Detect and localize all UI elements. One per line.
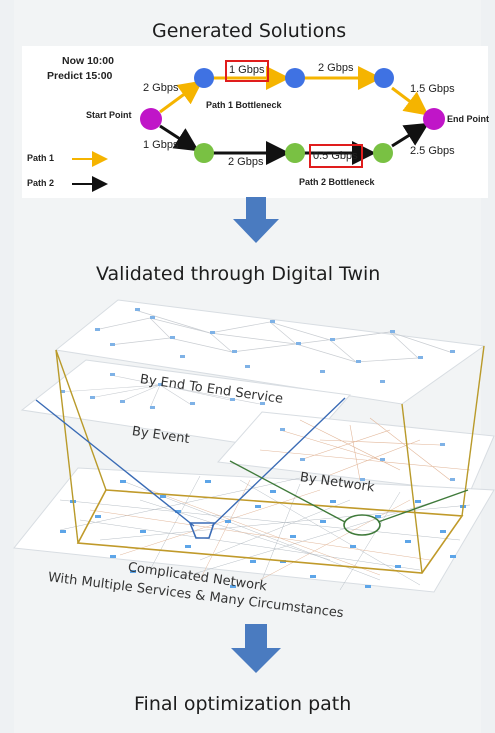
path1-node-3 xyxy=(374,68,394,88)
path1-node-1 xyxy=(194,68,214,88)
network-focus-marker xyxy=(343,514,381,536)
path1-link-c: 2 Gbps xyxy=(318,62,354,74)
path1-link-a: 2 Gbps xyxy=(143,82,179,94)
layer-stack xyxy=(13,299,495,593)
heading-validated: Validated through Digital Twin xyxy=(96,263,381,285)
time-predict: Predict 15:00 xyxy=(47,70,113,82)
path2-link-a: 1 Gbps xyxy=(143,139,179,151)
down-arrow-1 xyxy=(233,197,279,243)
layer-base-plane xyxy=(13,467,495,593)
legend-path1-label: Path 1 xyxy=(27,153,55,163)
legend-path2-label: Path 2 xyxy=(27,178,55,188)
path1-link-b: 1 Gbps xyxy=(229,64,265,76)
start-node xyxy=(140,108,162,130)
end-point-label: End Point xyxy=(447,114,489,124)
heading-generated-solutions: Generated Solutions xyxy=(152,20,347,42)
path2-bottleneck-box xyxy=(309,144,363,168)
path1-bottleneck-label: Path 1 Bottleneck xyxy=(206,100,282,110)
heading-final-path: Final optimization path xyxy=(134,693,352,715)
path1-edge-a xyxy=(159,80,203,114)
path2-link-d: 2.5 Gbps xyxy=(410,145,455,157)
event-focus-marker xyxy=(188,522,216,539)
time-now: Now 10:00 xyxy=(62,55,114,67)
path2-node-3 xyxy=(373,143,393,163)
path1-edge-d xyxy=(391,86,429,116)
path2-edge-d xyxy=(391,122,430,148)
path2-node-2 xyxy=(285,143,305,163)
top-panel xyxy=(22,46,488,198)
path2-link-c: 0.5 Gbps xyxy=(313,150,358,162)
path1-link-d: 1.5 Gbps xyxy=(410,83,455,95)
start-point-label: Start Point xyxy=(86,110,132,120)
path1-bottleneck-box xyxy=(225,60,269,82)
path2-edge-a xyxy=(159,124,200,152)
path2-link-b: 2 Gbps xyxy=(228,156,264,168)
path2-bottleneck-label: Path 2 Bottleneck xyxy=(299,177,375,187)
path1-node-2 xyxy=(285,68,305,88)
path2-node-1 xyxy=(194,143,214,163)
end-node xyxy=(423,108,445,130)
down-arrow-2 xyxy=(231,624,281,673)
